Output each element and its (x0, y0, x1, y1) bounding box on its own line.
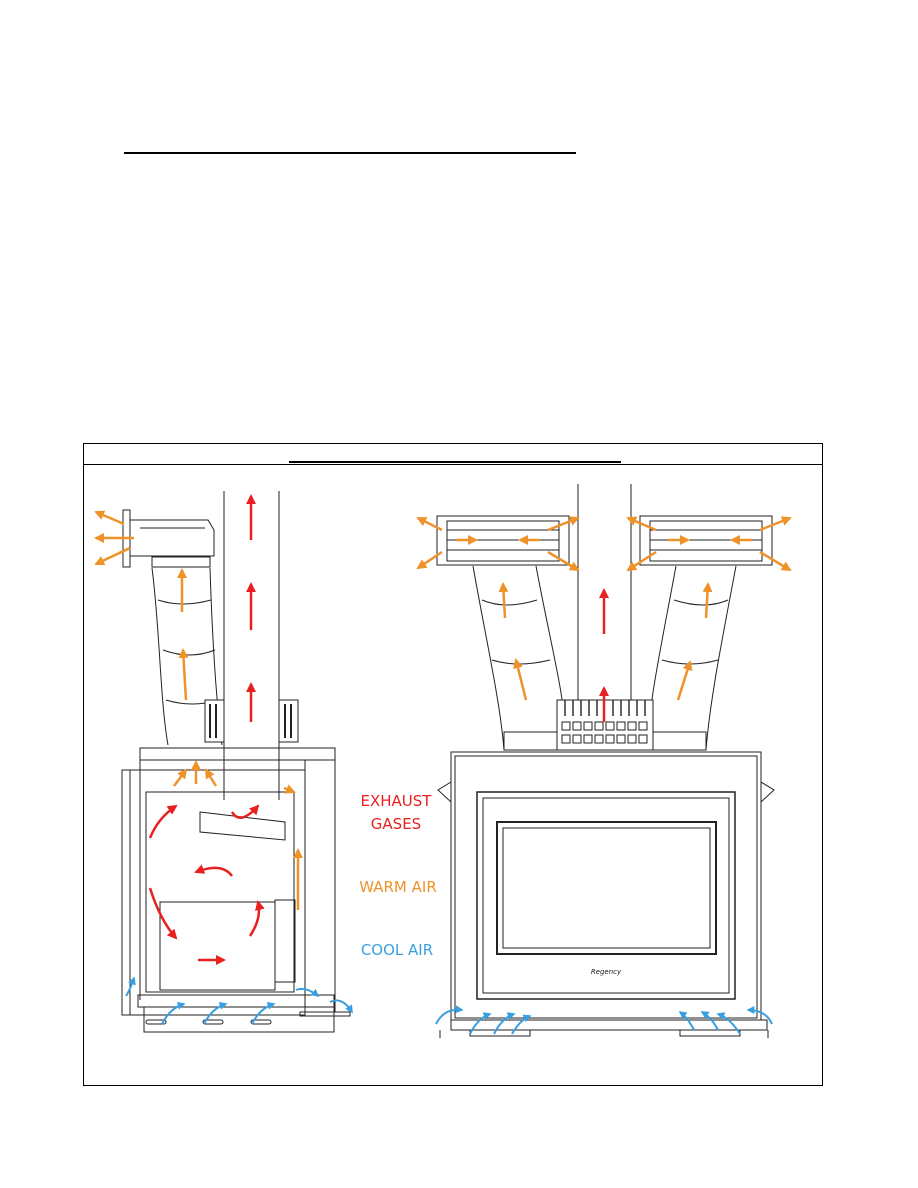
legend-exhaust-line1: EXHAUST (361, 792, 433, 810)
front-view (437, 484, 774, 1038)
legend: EXHAUST GASES WARM AIR COOL AIR (359, 792, 437, 959)
legend-warm-air: WARM AIR (359, 878, 437, 896)
side-view-warm-arrows (96, 512, 298, 910)
side-view (122, 491, 350, 1032)
legend-cool-air: COOL AIR (361, 941, 433, 959)
product-logo: Regency (591, 968, 622, 976)
legend-exhaust-line2: GASES (371, 815, 421, 833)
